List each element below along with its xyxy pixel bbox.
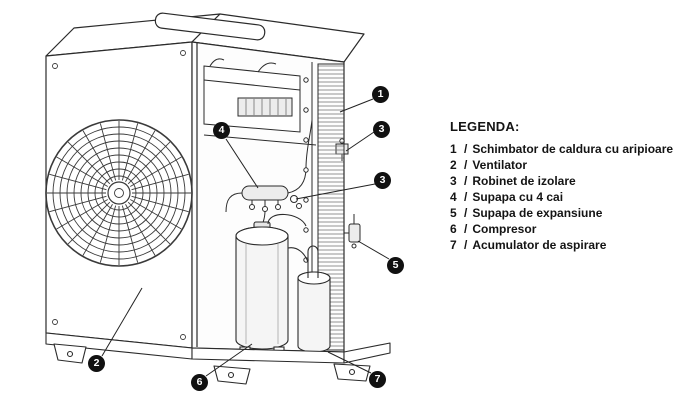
callout-number: 3 [378, 123, 385, 136]
callout-number: 6 [196, 376, 203, 389]
legend-item-1: 1 / Schimbator de caldura cu aripioare [450, 141, 700, 157]
legend-item-6: 6 / Compresor [450, 221, 700, 237]
legend-item-number: 7 [450, 238, 457, 252]
callout-5-expansion-valve: 5 [387, 257, 404, 274]
legend-item-7: 7 / Acumulator de aspirare [450, 237, 700, 253]
legend-item-label: Supapa cu 4 cai [472, 190, 564, 204]
legend-item-label: Robinet de izolare [472, 174, 576, 188]
fan-grille [45, 50, 193, 340]
callout-number: 1 [377, 88, 384, 101]
compressor-cylinder [235, 213, 307, 354]
legend-separator: / [464, 206, 468, 220]
legend-separator: / [464, 238, 468, 252]
callout-6-compressor: 6 [191, 374, 208, 391]
legend-title: LEGENDA: [450, 119, 520, 134]
legend-item-label: Supapa de expansiune [472, 206, 603, 220]
legend-item-label: Schimbator de caldura cu aripioare [472, 142, 674, 156]
callout-number: 7 [374, 373, 381, 386]
callout-number: 2 [93, 357, 100, 370]
expansion-valve [344, 214, 361, 249]
callout-2-fan: 2 [88, 355, 105, 372]
callout-number: 4 [218, 124, 225, 137]
legend-item-number: 3 [450, 174, 457, 188]
legend-separator: / [464, 142, 468, 156]
legend-item-2: 2 / Ventilator [450, 157, 700, 173]
legend-item-label: Ventilator [472, 158, 528, 172]
legend-separator: / [464, 158, 468, 172]
top-handle [154, 12, 266, 41]
legend: LEGENDA: 1 / Schimbator de caldura cu ar… [450, 119, 700, 253]
electrical-box [203, 58, 317, 146]
callout-1-heat-exchanger: 1 [372, 86, 389, 103]
legend-item-number: 1 [450, 142, 457, 156]
legend-item-label: Compresor [472, 222, 537, 236]
callout-number: 5 [392, 259, 399, 272]
callout-4-four-way-valve: 4 [213, 122, 230, 139]
legend-item-number: 2 [450, 158, 457, 172]
fan-radial-lines [47, 121, 191, 265]
callout-7-accumulator: 7 [369, 371, 386, 388]
legend-item-number: 6 [450, 222, 457, 236]
legend-item-number: 5 [450, 206, 457, 220]
legend-separator: / [464, 190, 468, 204]
legend-separator: / [464, 222, 468, 236]
callout-number: 3 [379, 174, 386, 187]
callout-3-isolation-valve-top: 3 [373, 121, 390, 138]
legend-item-3: 3 / Robinet de izolare [450, 173, 700, 189]
heat-pump-cutaway-diagram [45, 12, 391, 385]
legend-item-number: 4 [450, 190, 457, 204]
callout-3-isolation-valve-mid: 3 [374, 172, 391, 189]
legend-separator: / [464, 174, 468, 188]
legend-item-5: 5 / Supapa de expansiune [450, 205, 700, 221]
legend-item-4: 4 / Supapa cu 4 cai [450, 189, 700, 205]
leader-lines [101, 98, 390, 377]
legend-item-label: Acumulator de aspirare [472, 238, 607, 252]
accumulator-cylinder [287, 245, 331, 353]
panel-screws [52, 50, 186, 340]
